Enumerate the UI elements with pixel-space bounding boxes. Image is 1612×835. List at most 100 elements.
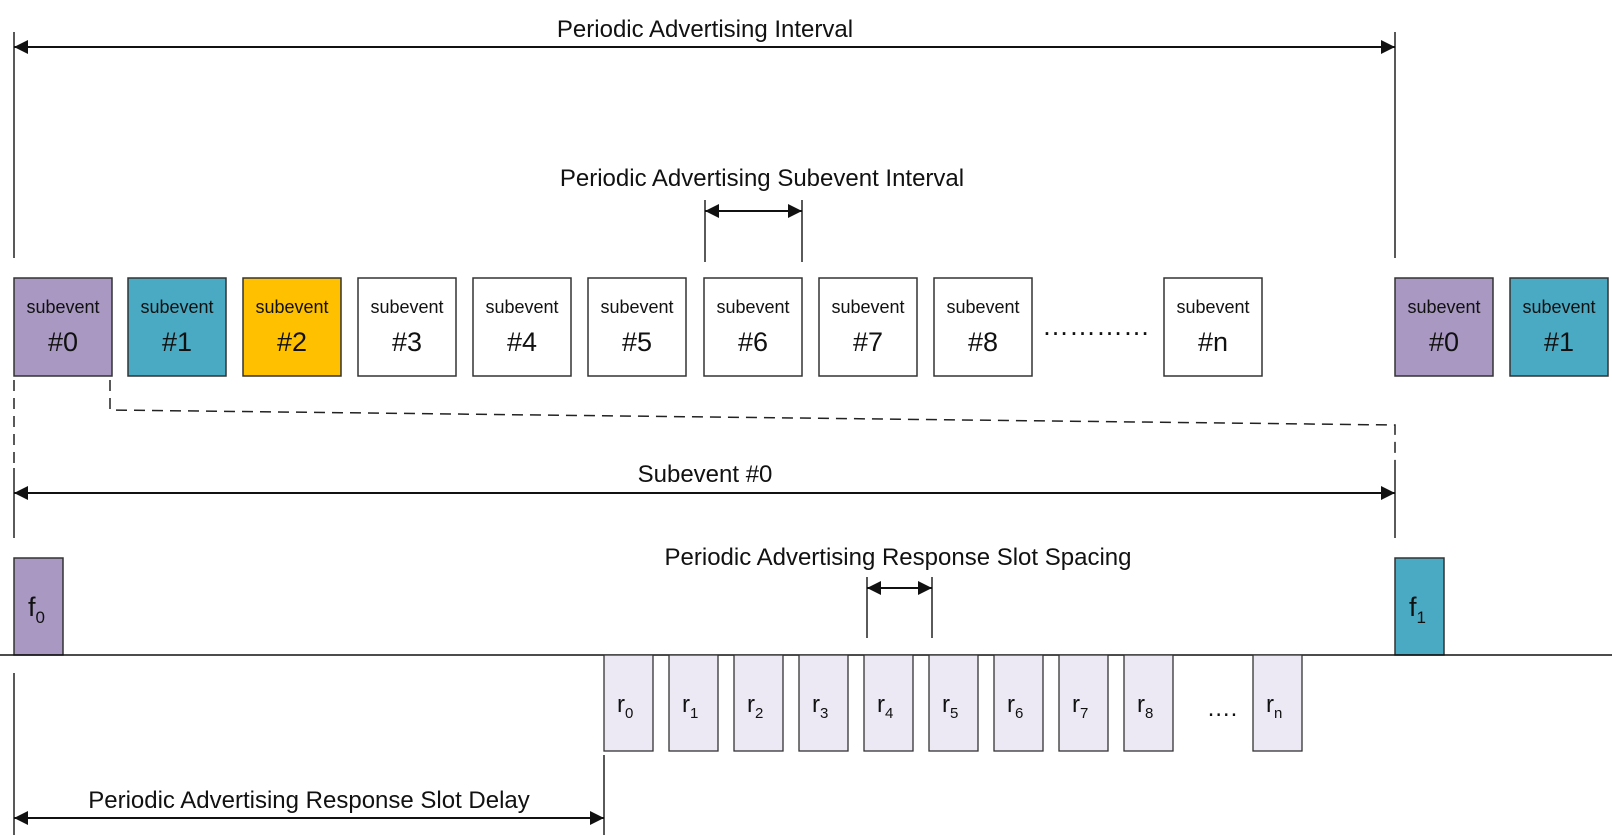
- subevent-box: subevent #3: [357, 277, 457, 377]
- slot-label-main: r: [1137, 691, 1145, 718]
- response-slot-label: rn: [1266, 691, 1282, 722]
- subevent-box-label: subevent: [1176, 297, 1249, 317]
- subevent-box-number: #0: [48, 327, 78, 357]
- response-slot: rn: [1252, 654, 1303, 752]
- slot-label-subscript: 1: [690, 705, 698, 722]
- subevent-ellipsis: …………: [1042, 311, 1150, 341]
- response-slot: r6: [993, 654, 1044, 752]
- subevent-box-rect: [587, 277, 687, 377]
- subevent-box-number: #8: [968, 327, 998, 357]
- slot-ellipsis: ….: [1207, 695, 1238, 722]
- subevent-box-number: #5: [622, 327, 652, 357]
- slot-label-main: r: [1266, 691, 1274, 718]
- subevent-row: subevent#0subevent#1subevent#2subevent#3…: [13, 277, 1609, 377]
- subevent-box-label: subevent: [1407, 297, 1480, 317]
- slot-label-subscript: 6: [1015, 705, 1023, 722]
- response-slot: r7: [1058, 654, 1109, 752]
- response-slot-label: r8: [1137, 691, 1153, 722]
- subevent0-span-label: Subevent #0: [638, 461, 773, 488]
- slot-delay-label: Periodic Advertising Response Slot Delay: [88, 787, 530, 814]
- subevent-box: subevent #6: [703, 277, 803, 377]
- subevent-box-number: #4: [507, 327, 537, 357]
- subevent-box-label: subevent: [1522, 297, 1595, 317]
- frame-box: f1: [1394, 557, 1445, 656]
- frame-box: f0: [13, 557, 64, 656]
- subevent-box: subevent #7: [818, 277, 918, 377]
- slot-label-main: r: [877, 691, 885, 718]
- response-slot-rect: [863, 654, 914, 752]
- subevent-box-rect: [1509, 277, 1609, 377]
- frame-box-rect: [13, 557, 64, 656]
- response-slot-rect: [733, 654, 784, 752]
- subevent-box-label: subevent: [485, 297, 558, 317]
- subevent-box: subevent#8: [933, 277, 1033, 377]
- response-slot-rect: [993, 654, 1044, 752]
- subevent-box-number: #3: [392, 327, 422, 357]
- slot-label-subscript: 0: [625, 705, 633, 722]
- subevent-box: subevent #0: [13, 277, 113, 377]
- slot-label-main: r: [812, 691, 820, 718]
- subevent-box-label: subevent: [370, 297, 443, 317]
- response-slot: r3: [798, 654, 849, 752]
- subevent-box-rect: [933, 277, 1033, 377]
- subevent-box-number: #n: [1198, 327, 1228, 357]
- response-slot-label: r0: [617, 691, 633, 722]
- subevent-box-rect: [703, 277, 803, 377]
- frame-label-subscript: 0: [36, 608, 45, 627]
- response-slot: r1: [668, 654, 719, 752]
- slot-label-subscript: 4: [885, 705, 893, 722]
- response-slot: r2: [733, 654, 784, 752]
- slot-label-main: r: [1072, 691, 1080, 718]
- subevent-box-label: subevent: [831, 297, 904, 317]
- response-slot-label: r1: [682, 691, 698, 722]
- subevent-box-number: #7: [853, 327, 883, 357]
- slot-label-subscript: n: [1274, 705, 1282, 722]
- slot-label-main: r: [942, 691, 950, 718]
- subevent-box-rect: [1394, 277, 1494, 377]
- slot-label-main: r: [617, 691, 625, 718]
- subevent-box-label: subevent: [255, 297, 328, 317]
- subevent-box-number: #0: [1429, 327, 1459, 357]
- response-slot-rect: [798, 654, 849, 752]
- frame-box-label: f1: [1409, 592, 1426, 627]
- subevent-box-label: subevent: [716, 297, 789, 317]
- frame-label-main: f: [1409, 592, 1417, 622]
- slot-label-main: r: [1007, 691, 1015, 718]
- subevent-box-number: #6: [738, 327, 768, 357]
- response-slot: r8: [1123, 654, 1174, 752]
- subevent-box-number: #2: [277, 327, 307, 357]
- subevent-box-rect: [1163, 277, 1263, 377]
- subevent-interval-label: Periodic Advertising Subevent Interval: [560, 165, 964, 192]
- interval-label: Periodic Advertising Interval: [557, 16, 853, 43]
- response-slot-rect: [1123, 654, 1174, 752]
- zoom-connector-right: [109, 380, 1396, 468]
- subevent-box: subevent #2: [242, 277, 342, 377]
- response-slot-label: r7: [1072, 691, 1088, 722]
- frame-label-subscript: 1: [1417, 608, 1426, 627]
- response-slot-label: r2: [747, 691, 763, 722]
- slot-label-main: r: [682, 691, 690, 718]
- subevent-box-rect: [242, 277, 342, 377]
- response-slot: r4: [863, 654, 914, 752]
- slot-label-subscript: 3: [820, 705, 828, 722]
- subevent-box-label: subevent: [600, 297, 673, 317]
- subevent-box-rect: [127, 277, 227, 377]
- response-slot-label: r3: [812, 691, 828, 722]
- slot-spacing-label: Periodic Advertising Response Slot Spaci…: [665, 544, 1132, 571]
- response-slot-rect: [928, 654, 979, 752]
- response-slot-rect: [1252, 654, 1303, 752]
- slot-label-subscript: 5: [950, 705, 958, 722]
- response-slot-label: r5: [942, 691, 958, 722]
- subevent-box-rect: [357, 277, 457, 377]
- response-slot-label: r6: [1007, 691, 1023, 722]
- subevent-box: subevent #0: [1394, 277, 1494, 377]
- slot-label-subscript: 7: [1080, 705, 1088, 722]
- subevent-box: subevent #n: [1163, 277, 1263, 377]
- subevent-box-number: #1: [162, 327, 192, 357]
- subevent-box: subevent#1: [127, 277, 227, 377]
- frame-box-rect: [1394, 557, 1445, 656]
- subevent-box-label: subevent: [26, 297, 99, 317]
